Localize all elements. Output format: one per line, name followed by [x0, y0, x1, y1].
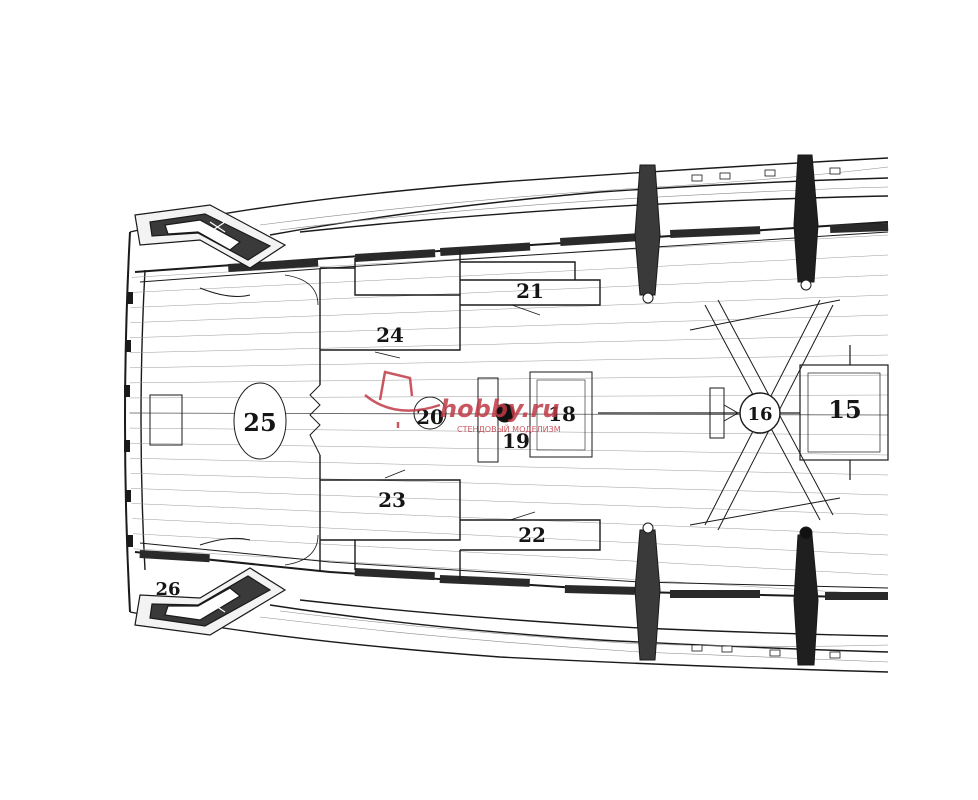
hatch	[780, 345, 889, 480]
watermark-brand: hobby.ru	[440, 395, 559, 423]
callout-labels: 25 24 21 23 22 20 18 19 16 15 26	[155, 279, 861, 600]
watermark-tagline: СТЕНДОВЫЙ МОДЕЛИЗМ	[457, 423, 561, 434]
callout-24: 24	[376, 323, 404, 347]
center-fittings	[413, 371, 740, 463]
capstan	[689, 299, 841, 531]
callout-23: 23	[378, 488, 406, 512]
watermark: hobby.ru СТЕНДОВЫЙ МОДЕЛИЗМ	[364, 370, 561, 434]
callout-15: 15	[828, 395, 861, 424]
cannons	[634, 154, 819, 666]
hull-outline	[124, 157, 889, 673]
tackle-eyes	[691, 167, 841, 659]
callout-25: 25	[243, 408, 276, 437]
callout-21: 21	[516, 279, 544, 303]
stern-gallery-bottom	[134, 567, 287, 636]
ship-logo-icon	[364, 370, 441, 428]
callout-19: 19	[502, 429, 530, 453]
doors	[284, 274, 541, 566]
stern-windows	[124, 292, 133, 547]
stern-gallery-top	[134, 204, 287, 269]
cabin-bulkheads	[309, 250, 601, 580]
callout-26: 26	[155, 579, 180, 600]
bulwark-top	[134, 221, 889, 283]
stern-bench	[149, 287, 251, 546]
bulwark-bottom	[134, 542, 889, 600]
callout-22: 22	[518, 523, 546, 547]
callout-18: 18	[548, 402, 576, 426]
callout-16: 16	[747, 404, 772, 425]
